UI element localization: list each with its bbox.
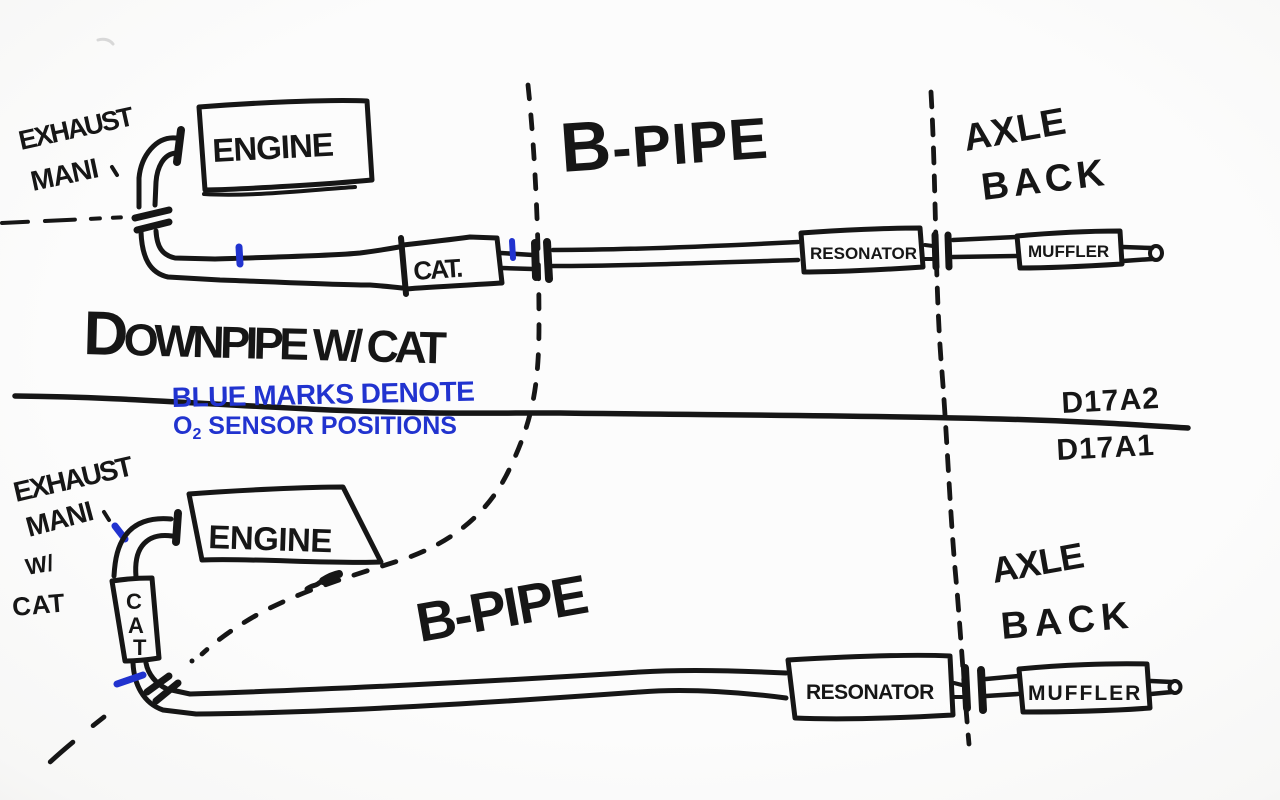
svg-text:W/: W/ <box>23 549 56 580</box>
svg-text:BLUE MARKS DENOTE: BLUE MARKS DENOTE <box>171 376 474 413</box>
svg-text:CAT: CAT <box>11 587 66 622</box>
svg-text:ENGINE: ENGINE <box>211 126 333 169</box>
svg-text:A: A <box>128 613 144 638</box>
svg-text:RESONATOR: RESONATOR <box>810 244 917 263</box>
svg-text:MUFFLER: MUFFLER <box>1028 682 1142 705</box>
svg-text:O2 SENSOR POSITIONS: O2 SENSOR POSITIONS <box>173 412 457 443</box>
svg-text:D17A1: D17A1 <box>1056 429 1156 467</box>
svg-text:D17A2: D17A2 <box>1061 382 1161 420</box>
svg-text:C: C <box>126 589 142 614</box>
svg-text:CAT.: CAT. <box>412 253 463 286</box>
svg-text:RESONATOR: RESONATOR <box>806 681 934 704</box>
svg-text:ENGINE: ENGINE <box>208 518 333 559</box>
svg-text:MUFFLER: MUFFLER <box>1028 242 1109 261</box>
svg-text:T: T <box>133 635 147 660</box>
